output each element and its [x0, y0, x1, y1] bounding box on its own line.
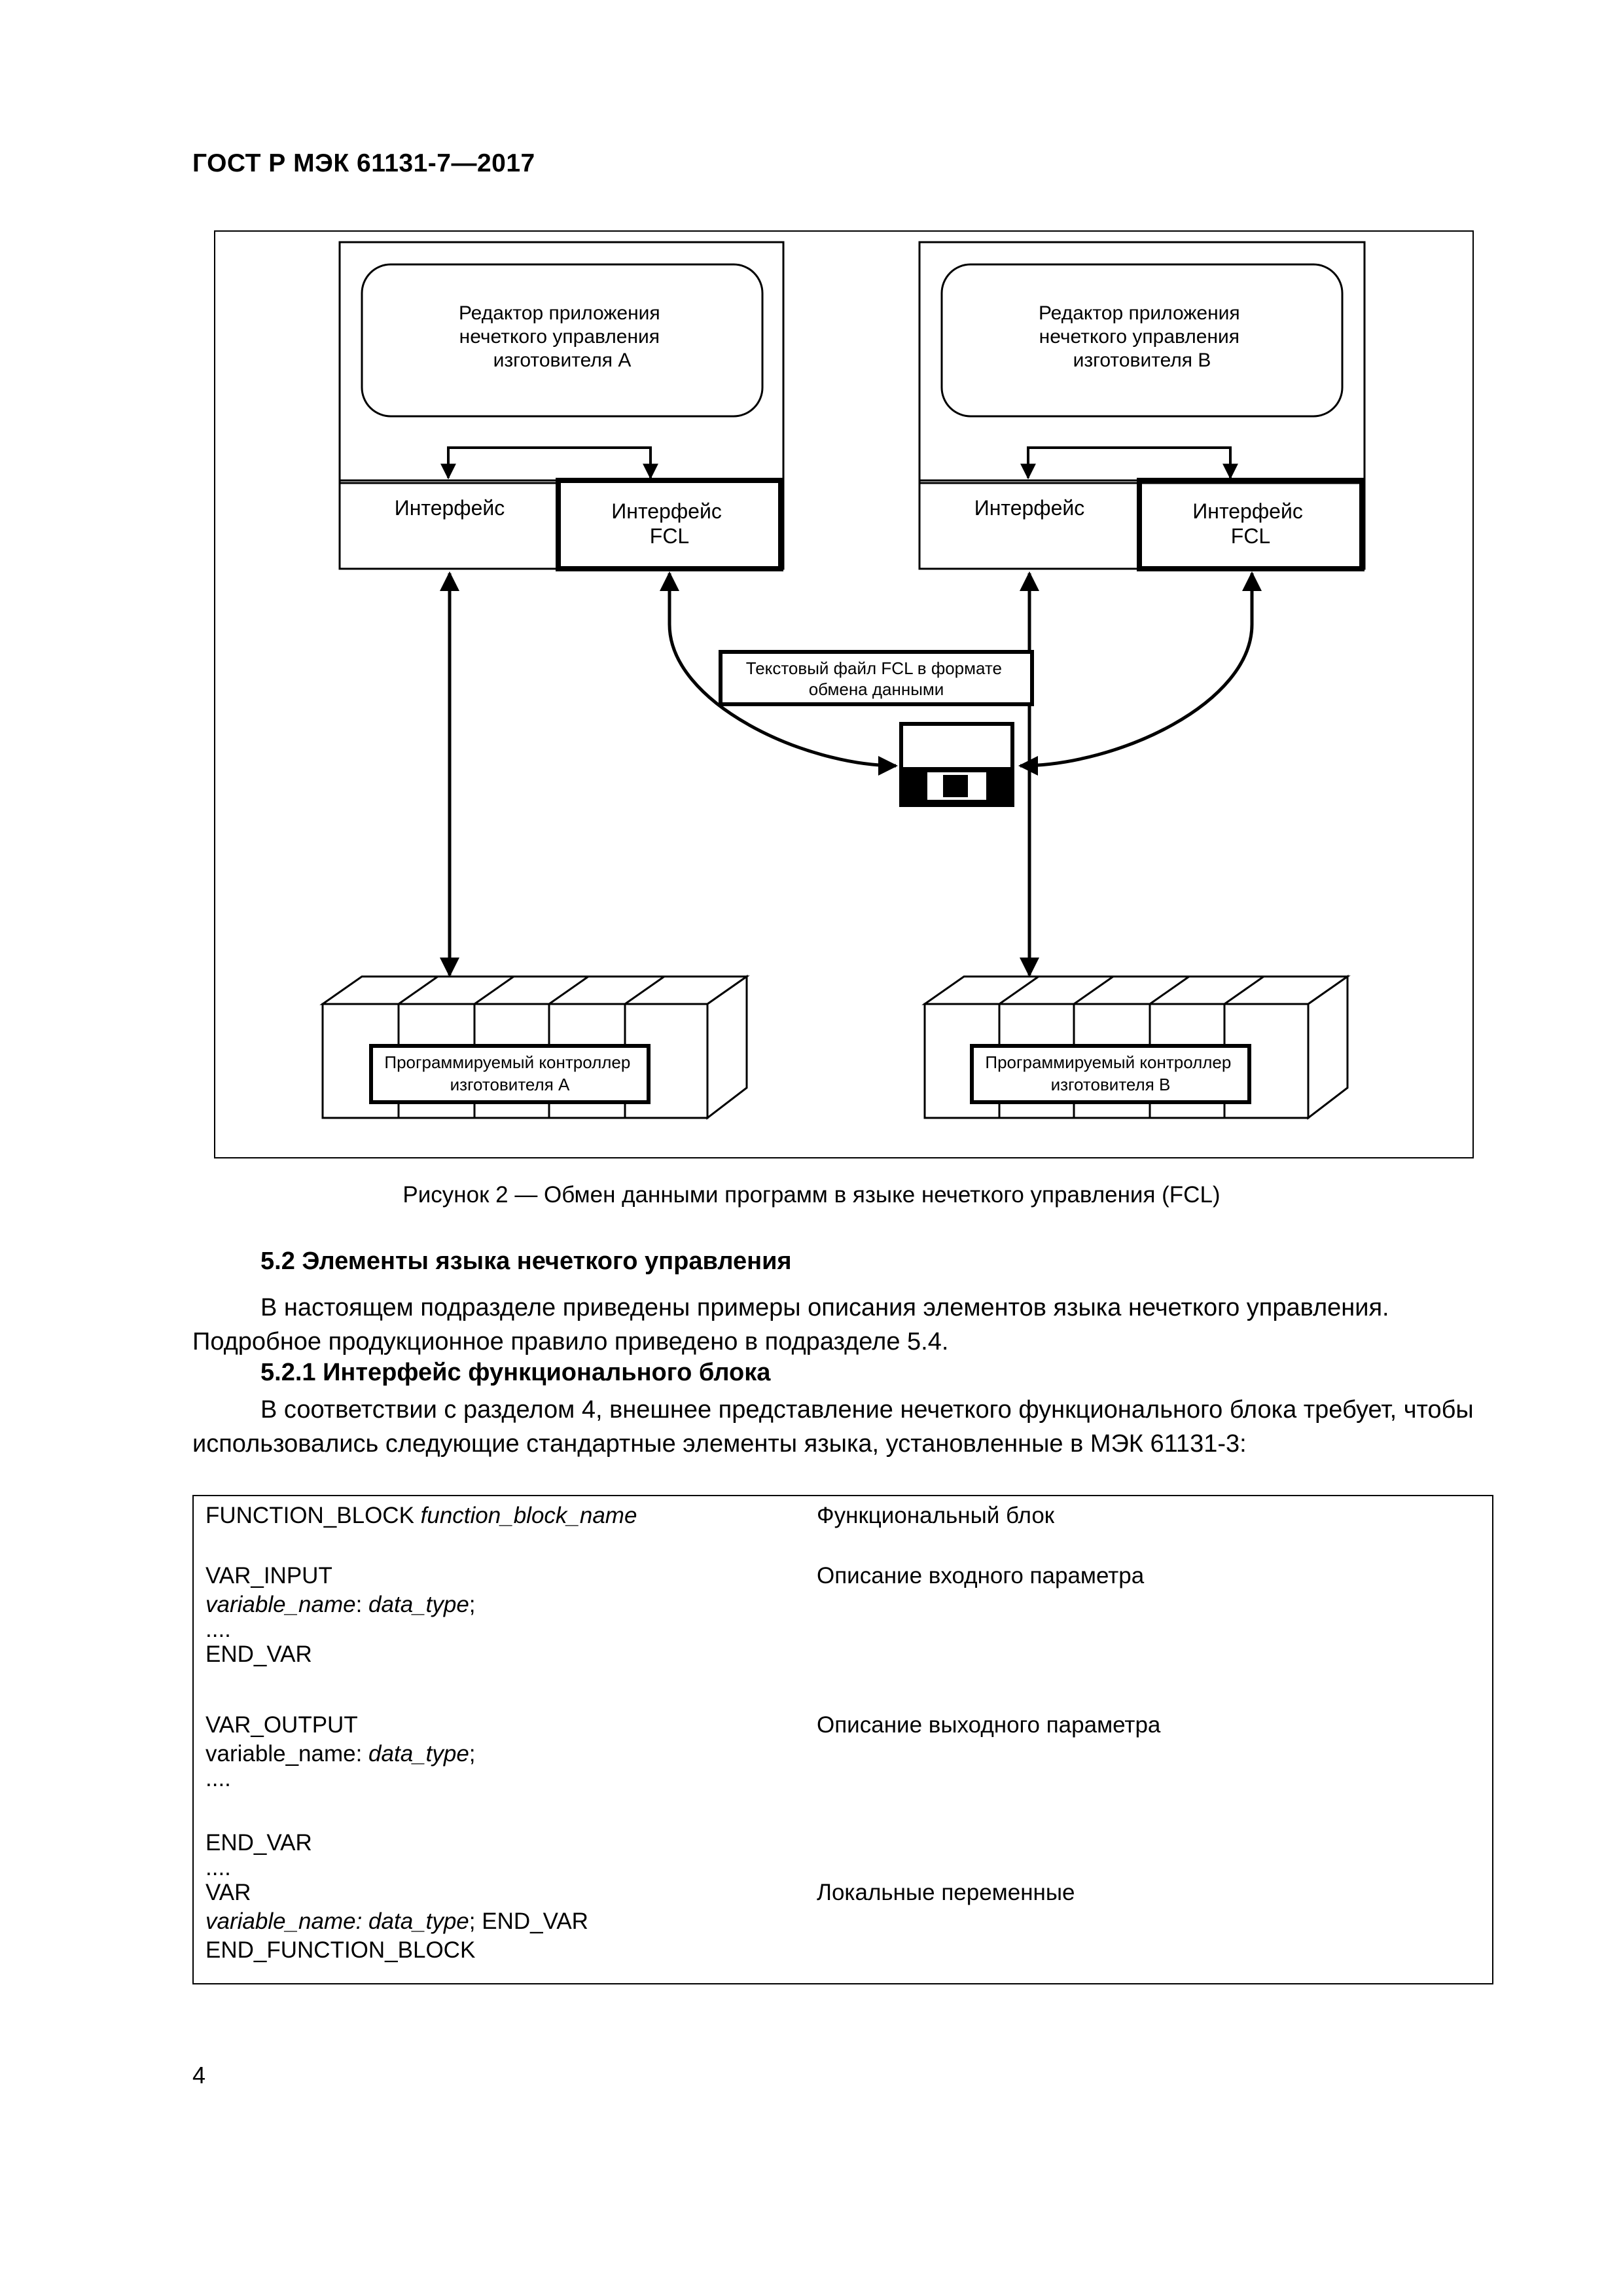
code-var: VAR — [205, 1880, 251, 1905]
data-exchange-diagram: Редактор приложения нечеткого управления… — [319, 241, 1366, 1121]
fcl-interface-a-label: Интерфейс FCL — [611, 499, 727, 548]
plc-a: Программируемый контроллер изготовителя … — [319, 975, 750, 1121]
file-label-box — [719, 650, 1034, 706]
code-input-desc: Описание входного параметра — [817, 1563, 1145, 1588]
fcl-interface-a-box — [556, 478, 783, 571]
figure-frame: Редактор приложения нечеткого управления… — [214, 230, 1474, 1158]
editor-a-label: Редактор приложения нечеткого управления… — [459, 302, 666, 371]
code-dots: .... — [205, 1766, 231, 1791]
subsection-heading: 5.2.1 Интерфейс функционального блока — [260, 1359, 771, 1386]
code-local-decl: variable_name: data_type; END_VAR — [205, 1909, 588, 1934]
fcl-interface-b-label: Интерфейс FCL — [1192, 499, 1308, 548]
code-local-desc: Локальные переменные — [817, 1880, 1075, 1905]
file-label: Текстовый файл FCL в формате обмена данн… — [746, 658, 1007, 699]
code-end-var: END_VAR — [205, 1830, 312, 1856]
code-fb-desc: Функциональный блок — [817, 1503, 1055, 1528]
section-heading: 5.2 Элементы языка нечеткого управления — [260, 1247, 792, 1275]
link-a-file — [660, 571, 898, 776]
floppy-disk-icon — [899, 722, 1014, 807]
code-end-fb: END_FUNCTION_BLOCK — [205, 1937, 476, 1963]
figure-caption: Рисунок 2 — Обмен данными программ в язы… — [402, 1182, 1221, 1208]
code-output-desc: Описание выходного параметра — [817, 1712, 1161, 1738]
fcl-interface-b-outline — [1137, 478, 1364, 571]
editor-a-box — [361, 263, 764, 418]
link-b-file — [1018, 571, 1262, 776]
editor-b-label: Редактор приложения нечеткого управления… — [1039, 302, 1245, 371]
code-output-decl: variable_name: data_type; — [205, 1741, 476, 1767]
svg-text:Программируемый контроллер: Программируемый контроллер изготовителя … — [985, 1052, 1236, 1094]
code-listing-box: FUNCTION_BLOCK function_block_name Функц… — [192, 1495, 1493, 1984]
interface-a-label: Интерфейс — [395, 496, 505, 520]
section-paragraph-2: В соответствии с разделом 4, внешнее пре… — [192, 1396, 1474, 1458]
plc-b: Программируемый контроллер изготовителя … — [921, 975, 1351, 1121]
page-number: 4 — [192, 2062, 206, 2089]
link-b-internal — [1020, 446, 1238, 480]
section-paragraph-1: В настоящем подразделе приведены примеры… — [192, 1294, 1389, 1355]
code-dots: .... — [205, 1855, 231, 1880]
code-var-output: VAR_OUTPUT — [205, 1712, 358, 1738]
code-input-decl: variable_name: data_type; — [205, 1592, 476, 1617]
code-dots: .... — [205, 1617, 231, 1642]
svg-text:Программируемый контроллер: Программируемый контроллер изготовителя … — [384, 1052, 635, 1094]
editor-b-box — [940, 263, 1344, 418]
interface-b-label: Интерфейс — [974, 496, 1085, 520]
document-header: ГОСТ Р МЭК 61131-7—2017 — [192, 149, 535, 177]
code-var-input: VAR_INPUT — [205, 1563, 332, 1588]
code-fb-line: FUNCTION_BLOCK function_block_name — [205, 1503, 637, 1528]
code-end-var: END_VAR — [205, 1641, 312, 1667]
fcl-interface-a-outline — [556, 478, 783, 571]
link-a-internal — [440, 446, 658, 480]
